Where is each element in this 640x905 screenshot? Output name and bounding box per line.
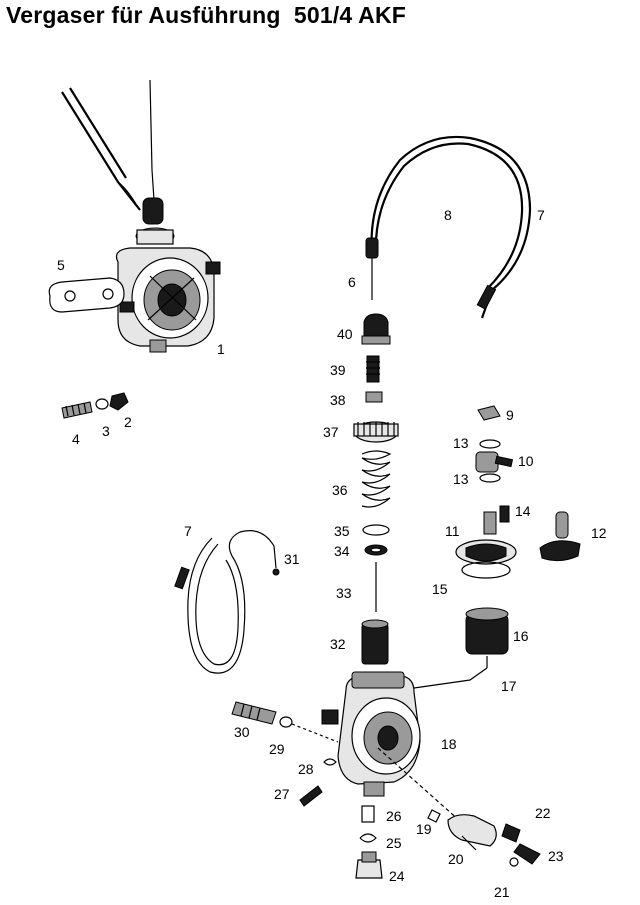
label-22: 22 [535,805,551,821]
slide-stack [353,313,399,665]
label-8: 8 [444,207,452,223]
throttle-cable-7-8 [365,135,532,319]
label-38: 38 [330,392,346,408]
label-7-left: 7 [184,523,192,539]
assembled-carburetor [48,79,221,353]
label-39: 39 [330,362,346,378]
label-7-top: 7 [537,207,545,223]
label-40: 40 [337,326,353,342]
label-15: 15 [432,581,448,597]
label-19: 19 [416,821,432,837]
label-26: 26 [386,808,402,824]
page-title: Vergaser für Ausführung 501/4 AKF [6,2,407,28]
label-20: 20 [448,851,464,867]
part-labels: 1 2 3 4 5 6 7 7 8 9 10 11 12 13 13 14 15… [57,207,607,900]
label-37: 37 [323,424,339,440]
label-12: 12 [591,525,607,541]
label-28: 28 [298,761,314,777]
label-3: 3 [102,423,110,439]
label-9: 9 [506,407,514,423]
label-24: 24 [389,868,405,884]
label-14: 14 [515,503,531,519]
float-parts [413,405,581,689]
label-35: 35 [334,523,350,539]
label-10: 10 [518,453,534,469]
label-34: 34 [334,543,350,559]
label-30: 30 [234,724,250,740]
label-27: 27 [274,786,290,802]
label-11: 11 [445,523,460,539]
label-6: 6 [348,274,356,290]
carburetor-body-18 [321,671,471,831]
label-33: 33 [336,585,352,601]
label-16: 16 [513,628,529,644]
label-32: 32 [330,636,346,652]
label-29: 29 [269,741,285,757]
label-1: 1 [217,341,225,357]
label-23: 23 [548,848,564,864]
lower-parts-27-30 [231,701,339,807]
label-36: 36 [332,482,348,498]
choke-cable-7-31 [174,530,280,674]
label-31: 31 [284,551,300,567]
label-21: 21 [494,884,510,900]
label-25: 25 [386,835,402,851]
label-5: 5 [57,257,65,273]
label-4: 4 [72,431,80,447]
bottom-parts-19-26 [355,805,541,879]
label-13-top: 13 [453,435,469,451]
label-2: 2 [124,414,132,430]
small-parts-2-3-4 [61,392,129,419]
label-13-bottom: 13 [453,471,469,487]
label-17: 17 [501,678,517,694]
label-18: 18 [441,736,457,752]
